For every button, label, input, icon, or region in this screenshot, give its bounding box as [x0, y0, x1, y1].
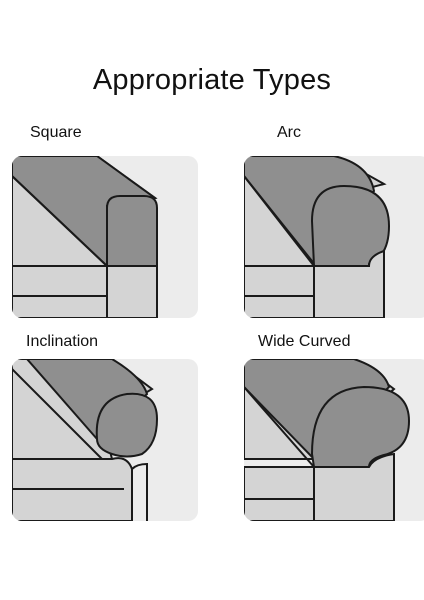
- type-label-inclination: Inclination: [26, 333, 99, 350]
- type-label-square: Square: [30, 124, 82, 141]
- arc-arm-illustration: [244, 156, 424, 318]
- wide-curved-arm-illustration: [244, 359, 424, 521]
- type-label-arc: Arc: [277, 124, 301, 141]
- type-label-wide-curved: Wide Curved: [258, 333, 351, 350]
- square-arm-illustration: [12, 156, 198, 318]
- page-title: Appropriate Types: [92, 64, 332, 96]
- inclination-arm-illustration: [12, 359, 198, 521]
